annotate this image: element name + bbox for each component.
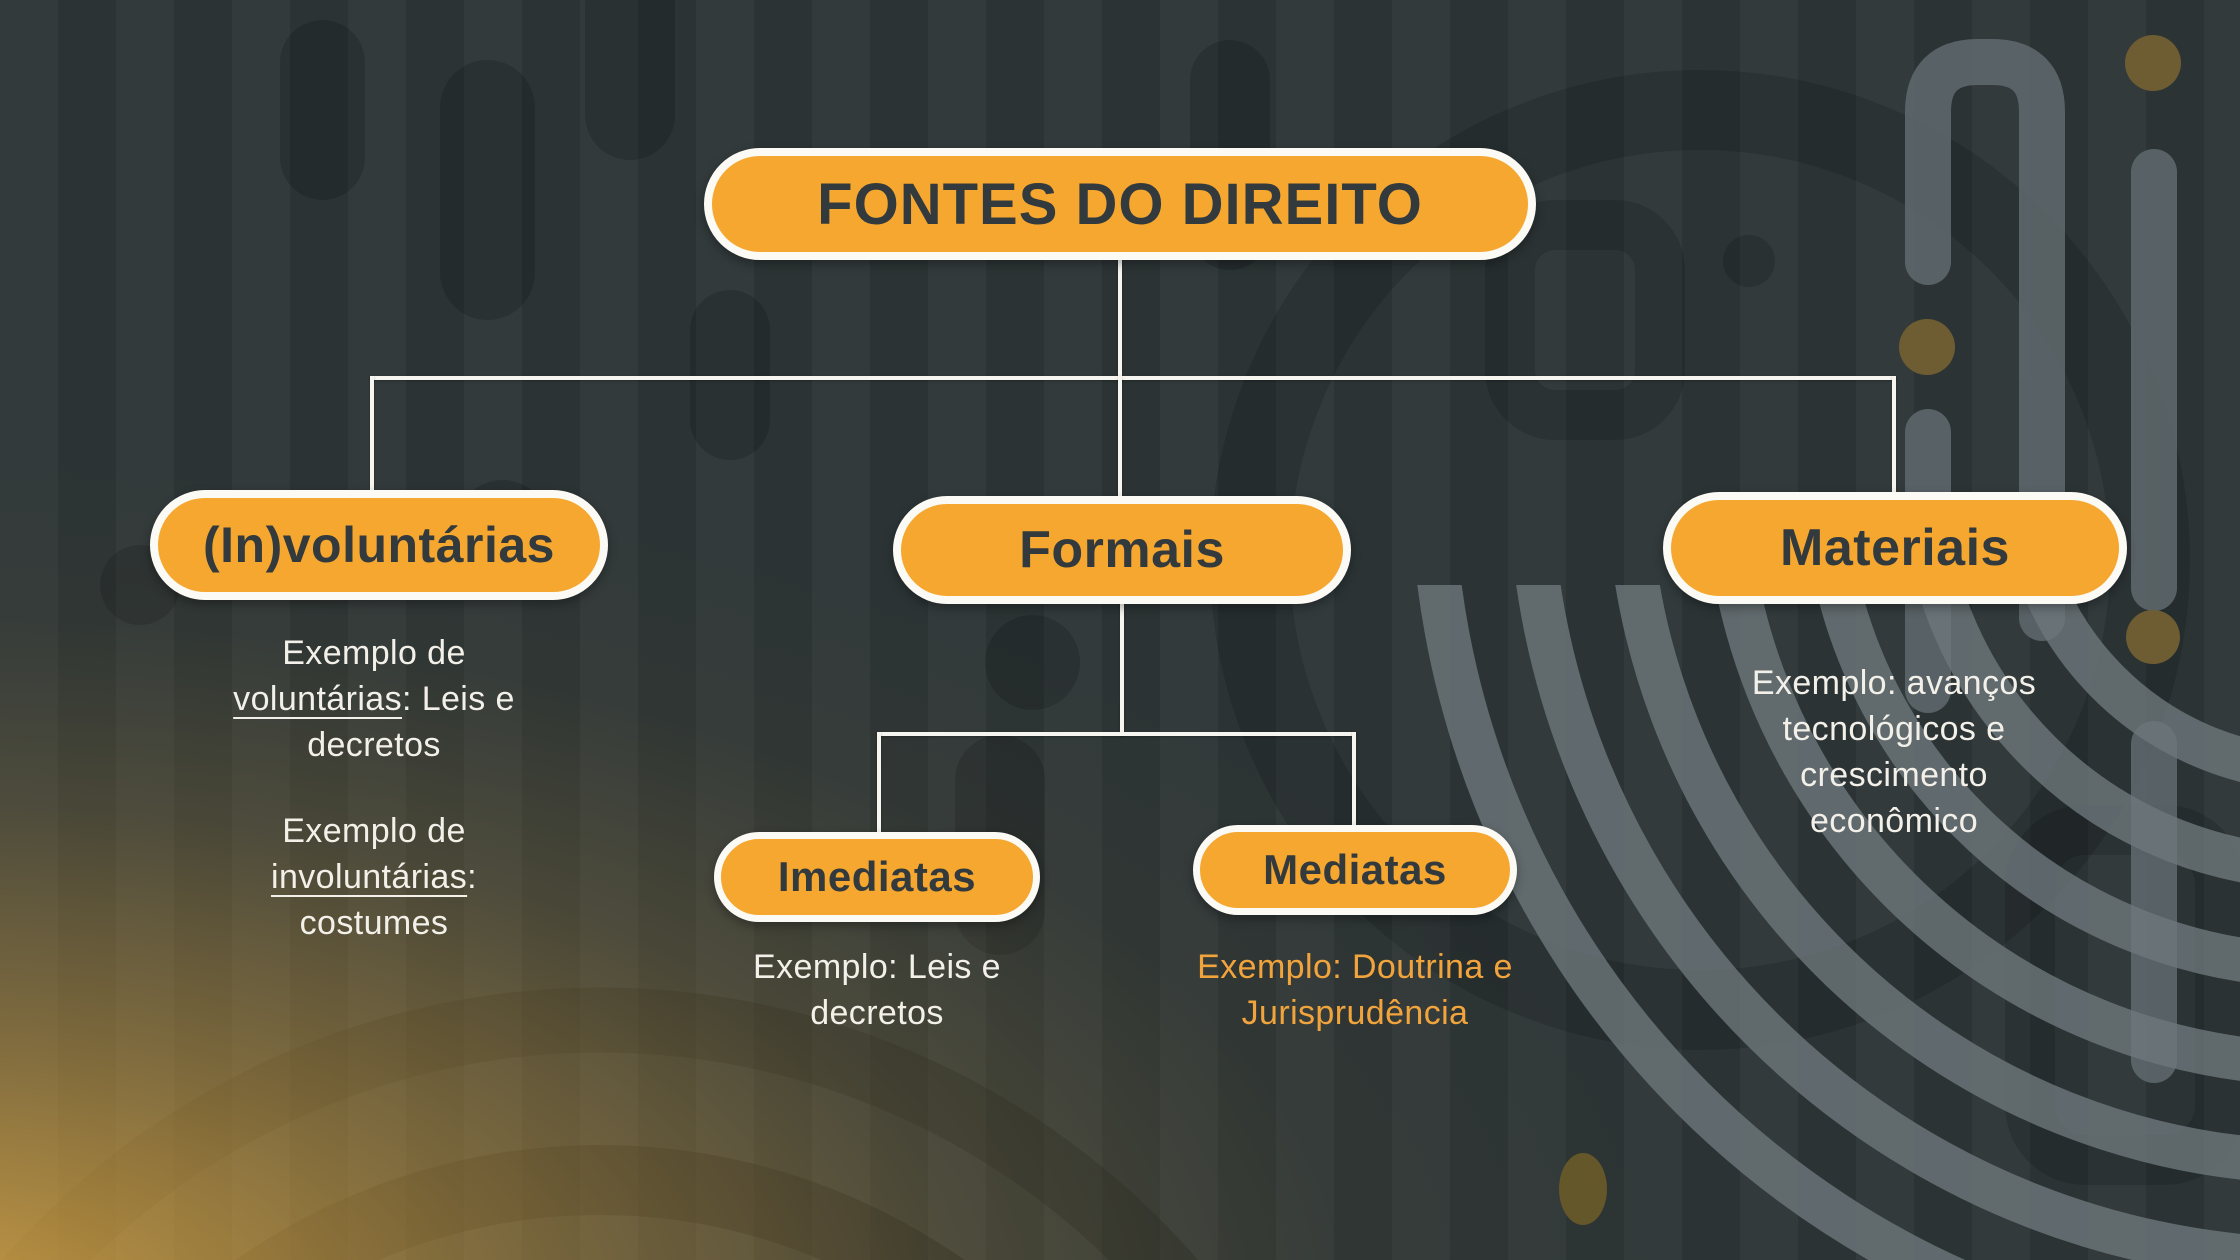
example-line: decretos (307, 726, 441, 764)
connector-level1-across (370, 376, 1896, 380)
node-materiais: Materiais (1663, 492, 2127, 604)
node-involuntarias: (In)voluntárias (150, 490, 608, 600)
underlined-term: involuntárias (271, 858, 468, 896)
example-line: Exemplo de (282, 812, 466, 850)
example-line: voluntárias: Leis e (233, 680, 515, 718)
node-materiais-label: Materiais (1780, 519, 2010, 577)
connector-involuntarias (370, 376, 374, 496)
example-line: Exemplo: Leis e (753, 948, 1001, 986)
node-imediatas-label: Imediatas (777, 853, 977, 900)
mediatas-example: Exemplo: Doutrina e Jurisprudência (1130, 944, 1580, 1036)
example-line: Exemplo: Doutrina e (1197, 948, 1513, 986)
connector-materiais (1892, 376, 1896, 498)
connector-level2-across (877, 732, 1356, 736)
example-line: decretos (810, 994, 944, 1032)
node-root: FONTES DO DIREITO (704, 148, 1536, 260)
connector-imediatas (877, 732, 881, 838)
node-root-label: FONTES DO DIREITO (817, 171, 1423, 237)
node-involuntarias-label: (In)voluntárias (203, 517, 555, 573)
node-formais-label: Formais (1019, 521, 1225, 579)
example-line: Exemplo: avanços (1751, 664, 2037, 702)
node-imediatas: Imediatas (714, 832, 1040, 922)
underlined-term: voluntárias (233, 680, 402, 718)
involuntarias-example-voluntarias: Exemplo de voluntárias: Leis e decretos (149, 630, 599, 768)
connector-mediatas (1352, 732, 1356, 831)
node-mediatas: Mediatas (1193, 825, 1517, 915)
involuntarias-example-involuntarias: Exemplo de involuntárias: costumes (149, 808, 599, 946)
node-mediatas-label: Mediatas (1263, 846, 1447, 893)
example-line: Jurisprudência (1241, 994, 1469, 1032)
example-line: econômico (1809, 802, 1979, 840)
example-line: costumes (299, 904, 449, 942)
example-line: Exemplo de (282, 634, 466, 672)
connector-formais (1118, 376, 1122, 502)
node-formais: Formais (893, 496, 1351, 604)
example-line: tecnológicos e (1782, 710, 2006, 748)
connector-root-down (1118, 256, 1122, 380)
example-line: crescimento (1800, 756, 1988, 794)
materiais-example: Exemplo: avanços tecnológicos e crescime… (1664, 660, 2124, 844)
connector-formais-down (1120, 600, 1124, 736)
imediatas-example: Exemplo: Leis e decretos (652, 944, 1102, 1036)
example-line: involuntárias: (271, 858, 477, 896)
